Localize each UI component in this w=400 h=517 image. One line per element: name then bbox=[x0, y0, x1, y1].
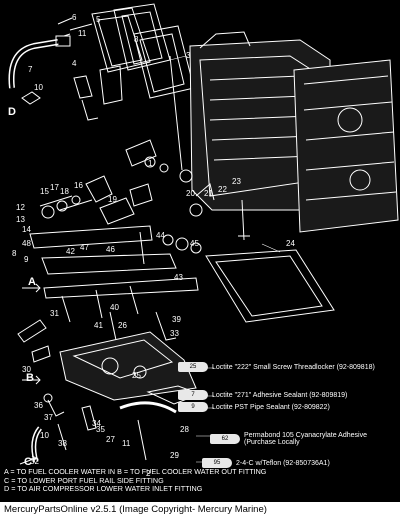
part-number-n47: 47 bbox=[80, 243, 89, 252]
part-number-n11a: 11 bbox=[78, 29, 87, 38]
bolts-top bbox=[57, 17, 183, 171]
part-number-n4: 4 bbox=[72, 59, 77, 68]
exploded-parts-drawing bbox=[8, 3, 399, 465]
part-number-n28: 28 bbox=[180, 425, 189, 434]
flow-arrows bbox=[19, 283, 41, 465]
part-number-n23: 23 bbox=[232, 177, 241, 186]
part-number-n20: 20 bbox=[186, 189, 195, 198]
part-number-n43: 43 bbox=[174, 273, 183, 282]
part-number-n48: 48 bbox=[22, 239, 31, 248]
part-number-n42: 42 bbox=[66, 247, 75, 256]
part-number-n30: 30 bbox=[22, 365, 31, 374]
part-number-n33: 33 bbox=[170, 329, 179, 338]
part-number-n29: 29 bbox=[170, 451, 179, 460]
part-number-n18: 18 bbox=[60, 187, 69, 196]
sealant-tube-icon: 9 bbox=[178, 402, 208, 412]
part-number-n34: 34 bbox=[92, 419, 101, 428]
part-number-n45: 45 bbox=[190, 239, 199, 248]
part-number-n37: 37 bbox=[44, 413, 53, 422]
sealant-row-62: 62 Permabond 105 Cyanacrylate Adhesive (… bbox=[210, 432, 384, 446]
part-number-n25: 25 bbox=[132, 371, 141, 380]
part-number-n12: 12 bbox=[16, 203, 25, 212]
note-line: A = TO FUEL COOLER WATER IN B = TO FUEL … bbox=[4, 467, 267, 476]
part-number-n10b: 10 bbox=[40, 431, 49, 440]
part-number-n46: 46 bbox=[106, 245, 115, 254]
part-number-n31: 31 bbox=[50, 309, 59, 318]
part-number-n9: 9 bbox=[24, 255, 29, 264]
note-line: D = TO AIR COMPRESSOR LOWER WATER INLET … bbox=[4, 484, 203, 494]
part-number-n14: 14 bbox=[22, 225, 31, 234]
part-number-n11b: 11 bbox=[122, 439, 131, 448]
part-number-n5: 5 bbox=[96, 15, 101, 24]
gasket-stack-top bbox=[91, 3, 195, 105]
sealant-tube-icon: 7 bbox=[178, 390, 208, 400]
part-number-n17: 17 bbox=[50, 183, 59, 192]
fuel-rail bbox=[29, 225, 202, 323]
sealant-row-7: 7 Loctite "271" Adhesive Sealant (92-809… bbox=[178, 390, 347, 400]
part-number-n24: 24 bbox=[286, 239, 295, 248]
sealant-row-9: 9 Loctite PST Pipe Sealant (92-809822) bbox=[178, 402, 330, 412]
part-number-n22: 22 bbox=[218, 185, 227, 194]
part-number-n8a: 8 bbox=[12, 249, 17, 258]
part-number-n40: 40 bbox=[110, 303, 119, 312]
copyright-footer: MercuryPartsOnline v2.5.1 (Image Copyrig… bbox=[0, 502, 400, 517]
part-number-n7: 7 bbox=[28, 65, 33, 74]
gasket-24-inner bbox=[215, 255, 323, 317]
part-number-n39: 39 bbox=[172, 315, 181, 324]
sealant-row-95: 95 2-4-C w/Teflon (92-850736A1) bbox=[202, 458, 330, 468]
part-number-n41: 41 bbox=[94, 321, 103, 330]
part-number-n6: 6 bbox=[72, 13, 77, 22]
note-line: C = TO LOWER PORT FUEL RAIL SIDE FITTING bbox=[4, 475, 164, 485]
sealant-tube-icon: 62 bbox=[210, 434, 240, 444]
part-number-n1: 1 bbox=[148, 159, 153, 168]
engine-block bbox=[189, 31, 399, 241]
part-number-n21: 21 bbox=[204, 189, 213, 198]
part-number-n8b: 8 bbox=[134, 35, 139, 44]
part-number-n32: 32 bbox=[30, 457, 39, 466]
callout-b: B bbox=[26, 372, 34, 384]
part-number-n19: 19 bbox=[108, 195, 117, 204]
part-number-n38: 38 bbox=[58, 439, 67, 448]
part-number-n16: 16 bbox=[74, 181, 83, 190]
callout-c: C bbox=[24, 456, 32, 468]
part-number-n26: 26 bbox=[118, 321, 127, 330]
part-number-n10a: 10 bbox=[34, 83, 43, 92]
lower-housing bbox=[59, 331, 197, 401]
connection-notes: A = TO FUEL COOLER WATER IN B = TO FUEL … bbox=[4, 467, 396, 494]
part-number-n35: 35 bbox=[96, 425, 105, 434]
part-number-n27: 27 bbox=[106, 435, 115, 444]
hose-d bbox=[8, 35, 71, 105]
part-number-n2: 2 bbox=[146, 469, 151, 478]
seal-row bbox=[39, 139, 215, 225]
sealant-row-25: 25 Loctite "222" Small Screw Threadlocke… bbox=[178, 362, 375, 372]
gasket-24 bbox=[205, 249, 335, 323]
part-number-n15: 15 bbox=[40, 187, 49, 196]
callout-a: A bbox=[28, 276, 36, 288]
sealant-tube-icon: 95 bbox=[202, 458, 232, 468]
part-number-n13: 13 bbox=[16, 215, 25, 224]
callout-d: D bbox=[8, 106, 16, 118]
part-number-n36: 36 bbox=[34, 401, 43, 410]
sealant-tube-icon: 25 bbox=[178, 362, 208, 372]
part-number-n44: 44 bbox=[156, 231, 165, 240]
part-number-n3: 3 bbox=[186, 51, 191, 60]
